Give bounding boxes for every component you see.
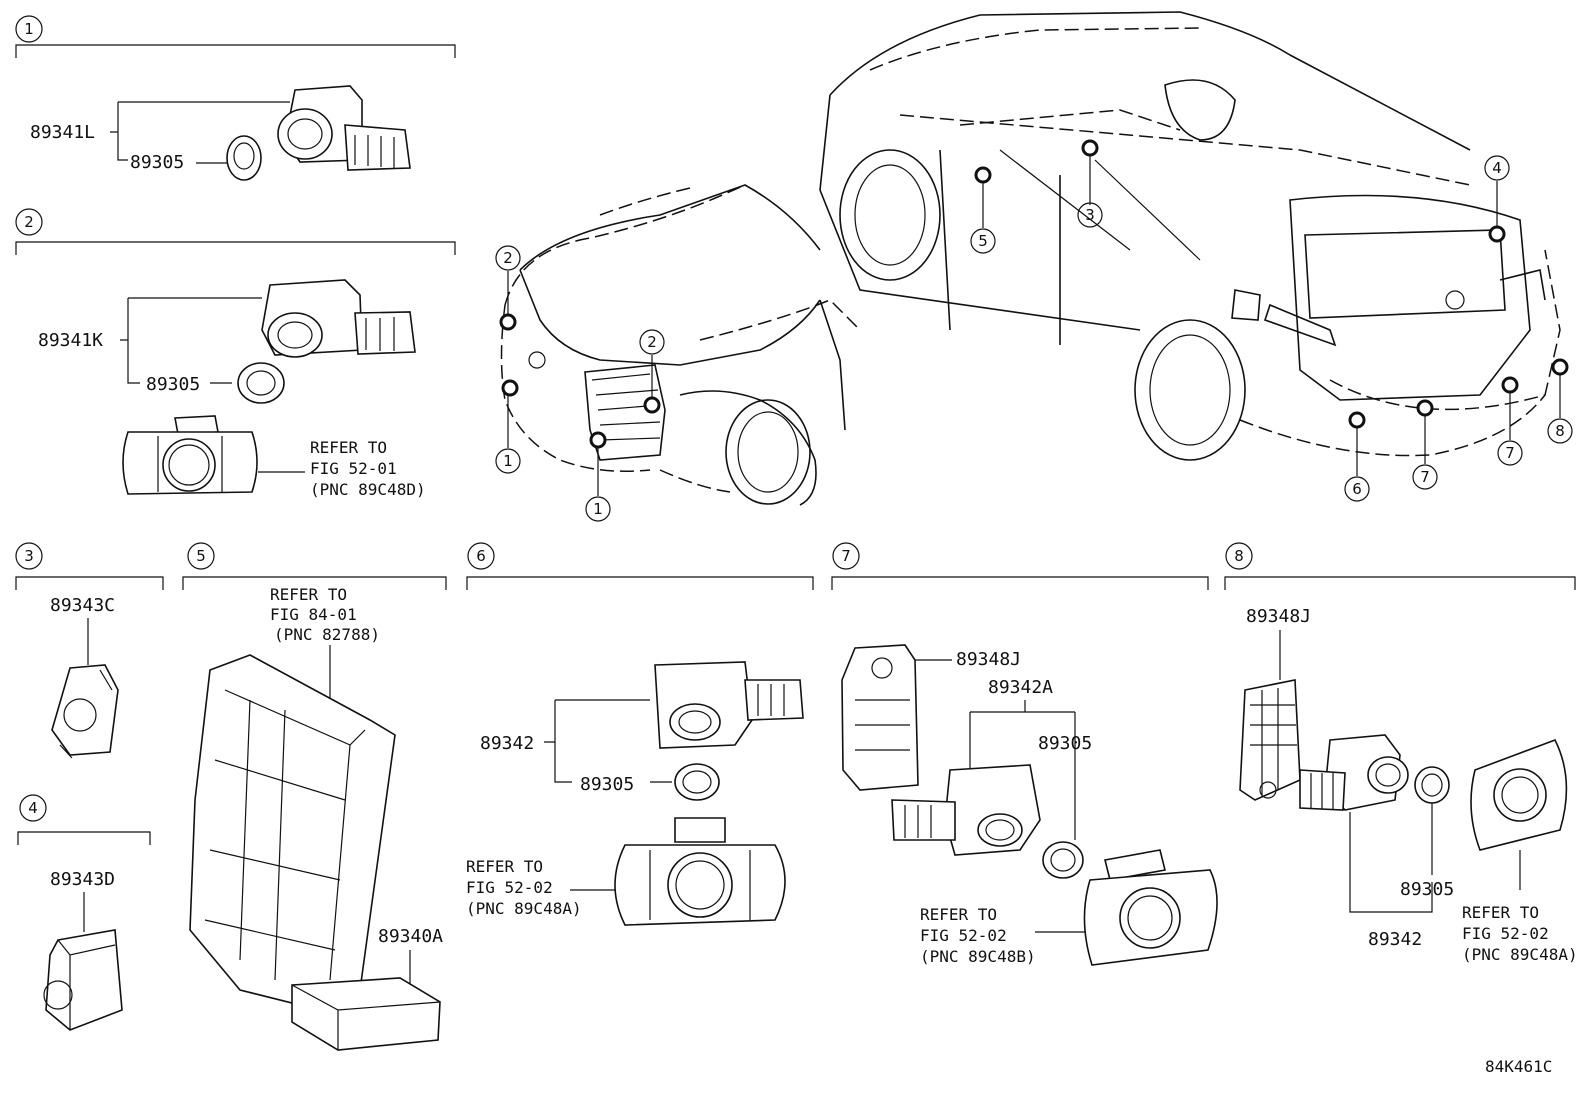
ecu-bracket-drawing: [189, 654, 396, 1011]
part-89342-label: 89342: [1368, 929, 1422, 950]
section-3-number: 3: [24, 547, 34, 565]
bracket-89348J-drawing: [1239, 679, 1301, 801]
vehicle-rear-view: 4 3 5 6 7 7 8: [819, 11, 1573, 502]
section-5: 5 REFER TO FIG 84-01 (PNC 82788) 89340A: [182, 542, 447, 1051]
refer-pnc-89C48D: (PNC 89C48D): [310, 480, 426, 499]
section-7-number: 7: [841, 547, 851, 565]
refer-to-fig-52-02: REFER TO: [466, 857, 543, 876]
refer-pnc-89C48B: (PNC 89C48B): [920, 947, 1036, 966]
bezel-89C48A-drawing: [1470, 738, 1568, 851]
section-7: 7 89348J 89342A 89305 REFER TO FIG 52: [831, 542, 1218, 966]
front-callout-1-left: 1: [503, 452, 513, 470]
refer-pnc-89C48A: (PNC 89C48A): [1462, 945, 1578, 964]
section-1-number: 1: [24, 20, 34, 38]
sensor-89343D-drawing: [43, 929, 123, 1031]
section-8-number: 8: [1234, 547, 1244, 565]
part-89348J-label: 89348J: [1246, 606, 1311, 627]
sensor-89341L-drawing: [226, 85, 411, 181]
rear-callout-7-left: 7: [1420, 468, 1430, 486]
front-callout-2-center: 2: [647, 333, 657, 351]
rear-callout-8: 8: [1555, 422, 1565, 440]
part-89342A-label: 89342A: [988, 677, 1053, 698]
part-89343C-label: 89343C: [50, 595, 115, 616]
section-6: 6 89342 89305 REFER TO FIG 52-02 (PNC 89…: [466, 542, 814, 926]
part-89305-label: 89305: [580, 774, 634, 795]
rear-callout-4: 4: [1492, 159, 1502, 177]
part-89305-label: 89305: [1400, 879, 1454, 900]
front-callout-2-left: 2: [503, 249, 513, 267]
vehicle-front-view: 2 2 1 1: [495, 184, 861, 522]
rear-callout-6: 6: [1352, 480, 1362, 498]
section-5-number: 5: [196, 547, 206, 565]
part-89342-label: 89342: [480, 733, 534, 754]
section-1: 1 89341L 89305: [15, 15, 456, 181]
part-89305-label: 89305: [146, 374, 200, 395]
refer-fig-52-02-number: FIG 52-02: [466, 878, 553, 897]
bezel-89C48B-drawing: [1083, 849, 1218, 966]
refer-pnc-82788: (PNC 82788): [274, 625, 380, 644]
rear-callout-7-right: 7: [1505, 444, 1515, 462]
sensor-89341K-drawing: [237, 279, 416, 404]
rear-callout-5: 5: [978, 232, 988, 250]
refer-pnc-89C48A: (PNC 89C48A): [466, 899, 582, 918]
part-89340A-label: 89340A: [378, 926, 443, 947]
part-89305-label: 89305: [1038, 733, 1092, 754]
refer-fig-52-01-number: FIG 52-01: [310, 459, 397, 478]
front-callout-1-center: 1: [593, 500, 603, 518]
sensor-bezel-drawing: [122, 415, 258, 495]
sensor-89343C-drawing: [51, 664, 119, 759]
part-89305-label: 89305: [130, 152, 184, 173]
part-89341K-label: 89341K: [38, 330, 103, 351]
section-4: 4 89343D: [17, 794, 151, 1031]
refer-to-fig-52-01: REFER TO: [310, 438, 387, 457]
section-2-number: 2: [24, 213, 34, 231]
section-2: 2 89341K 89305 REFER TO FIG 52-01 (PNC 8…: [15, 208, 456, 499]
figure-code: 84K461C: [1485, 1057, 1552, 1076]
section-4-number: 4: [28, 799, 38, 817]
part-89341L-label: 89341L: [30, 122, 95, 143]
refer-fig-52-02-number: FIG 52-02: [1462, 924, 1549, 943]
refer-to-fig-52-02: REFER TO: [920, 905, 997, 924]
section-8: 8 89348J 89305 89342 REFER TO FIG 52-02: [1224, 542, 1578, 964]
bezel-89C48A-drawing: [614, 817, 786, 926]
sensor-89342A-drawing: [891, 764, 1084, 879]
sensor-89342-drawing: [654, 661, 804, 801]
section-3: 3 89343C: [15, 542, 164, 759]
refer-to-fig-52-02: REFER TO: [1462, 903, 1539, 922]
refer-fig-52-02-number: FIG 52-02: [920, 926, 1007, 945]
refer-to-fig-84-01: REFER TO: [270, 585, 347, 604]
sensor-89342-drawing: [1299, 734, 1450, 811]
section-6-number: 6: [476, 547, 486, 565]
rear-callout-3: 3: [1085, 206, 1095, 224]
part-89348J-label: 89348J: [956, 649, 1021, 670]
part-89343D-label: 89343D: [50, 869, 115, 890]
refer-fig-84-01-number: FIG 84-01: [270, 605, 357, 624]
ecu-89340A-drawing: [291, 977, 441, 1051]
bracket-89348J-drawing: [841, 644, 919, 791]
